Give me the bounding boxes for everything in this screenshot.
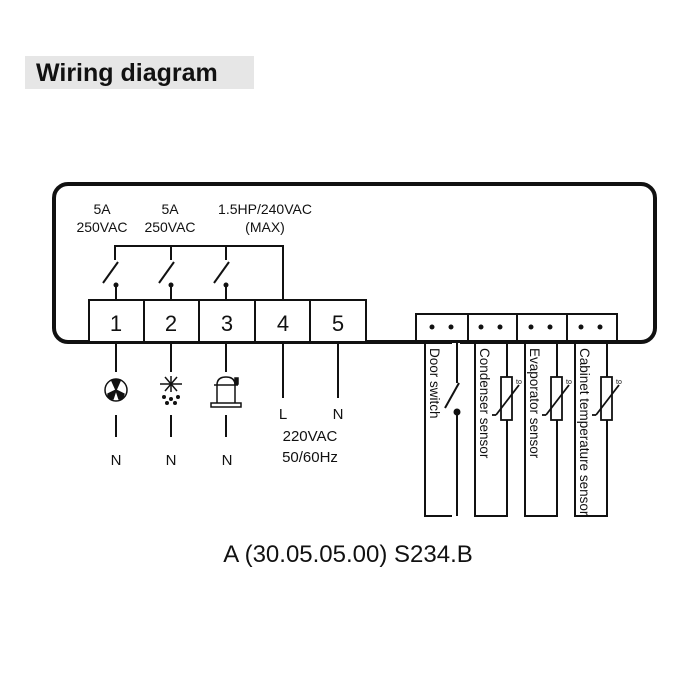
compressor-icon (210, 376, 242, 408)
power-neutral-label: N (333, 406, 344, 423)
condenser-to-label: to (516, 379, 522, 386)
title-background (25, 56, 254, 89)
sensor-connectors (415, 313, 618, 342)
compressor-neutral-label: N (222, 452, 233, 469)
cabinet-to-label: to (616, 379, 622, 386)
terminal-1: 1 (110, 311, 122, 336)
model-number: A (30.05.05.00) S234.B (223, 541, 473, 568)
fan-icon (104, 378, 128, 402)
terminal-4: 4 (277, 311, 289, 336)
power-frequency: 50/60Hz (282, 449, 338, 466)
cabinet-sensor-label: Cabinet temperature sensor (577, 348, 592, 516)
door-switch-icon (444, 343, 461, 518)
terminal-2: 2 (165, 311, 177, 336)
evaporator-to-label: to (566, 379, 572, 386)
terminal-block: 1 2 3 4 5 (88, 299, 367, 343)
power-line-label: L (279, 406, 287, 423)
power-voltage: 220VAC (283, 428, 338, 445)
load-wires (115, 344, 339, 437)
rating-1-current: 5A (93, 201, 111, 217)
rating-1-voltage: 250VAC (76, 219, 127, 235)
thermistor-icons (492, 376, 620, 421)
defrost-neutral-label: N (166, 452, 177, 469)
condenser-sensor-label: Condenser sensor (477, 348, 492, 459)
door-switch-label: Door switch (427, 348, 442, 419)
sensor-leads (424, 342, 608, 517)
terminal-3: 3 (221, 311, 233, 336)
fan-neutral-label: N (111, 452, 122, 469)
relay-ratings: 5A 250VAC 5A 250VAC 1.5HP/240VAC (MAX) (76, 201, 312, 235)
rating-3-current: 1.5HP/240VAC (218, 201, 312, 217)
terminal-5: 5 (332, 311, 344, 336)
defrost-icon (160, 376, 182, 405)
rating-2-voltage: 250VAC (144, 219, 195, 235)
relay-contacts (102, 245, 284, 300)
rating-2-current: 5A (161, 201, 179, 217)
rating-3-voltage: (MAX) (245, 219, 285, 235)
evaporator-sensor-label: Evaporator sensor (527, 348, 542, 459)
title: Wiring diagram (36, 59, 218, 87)
